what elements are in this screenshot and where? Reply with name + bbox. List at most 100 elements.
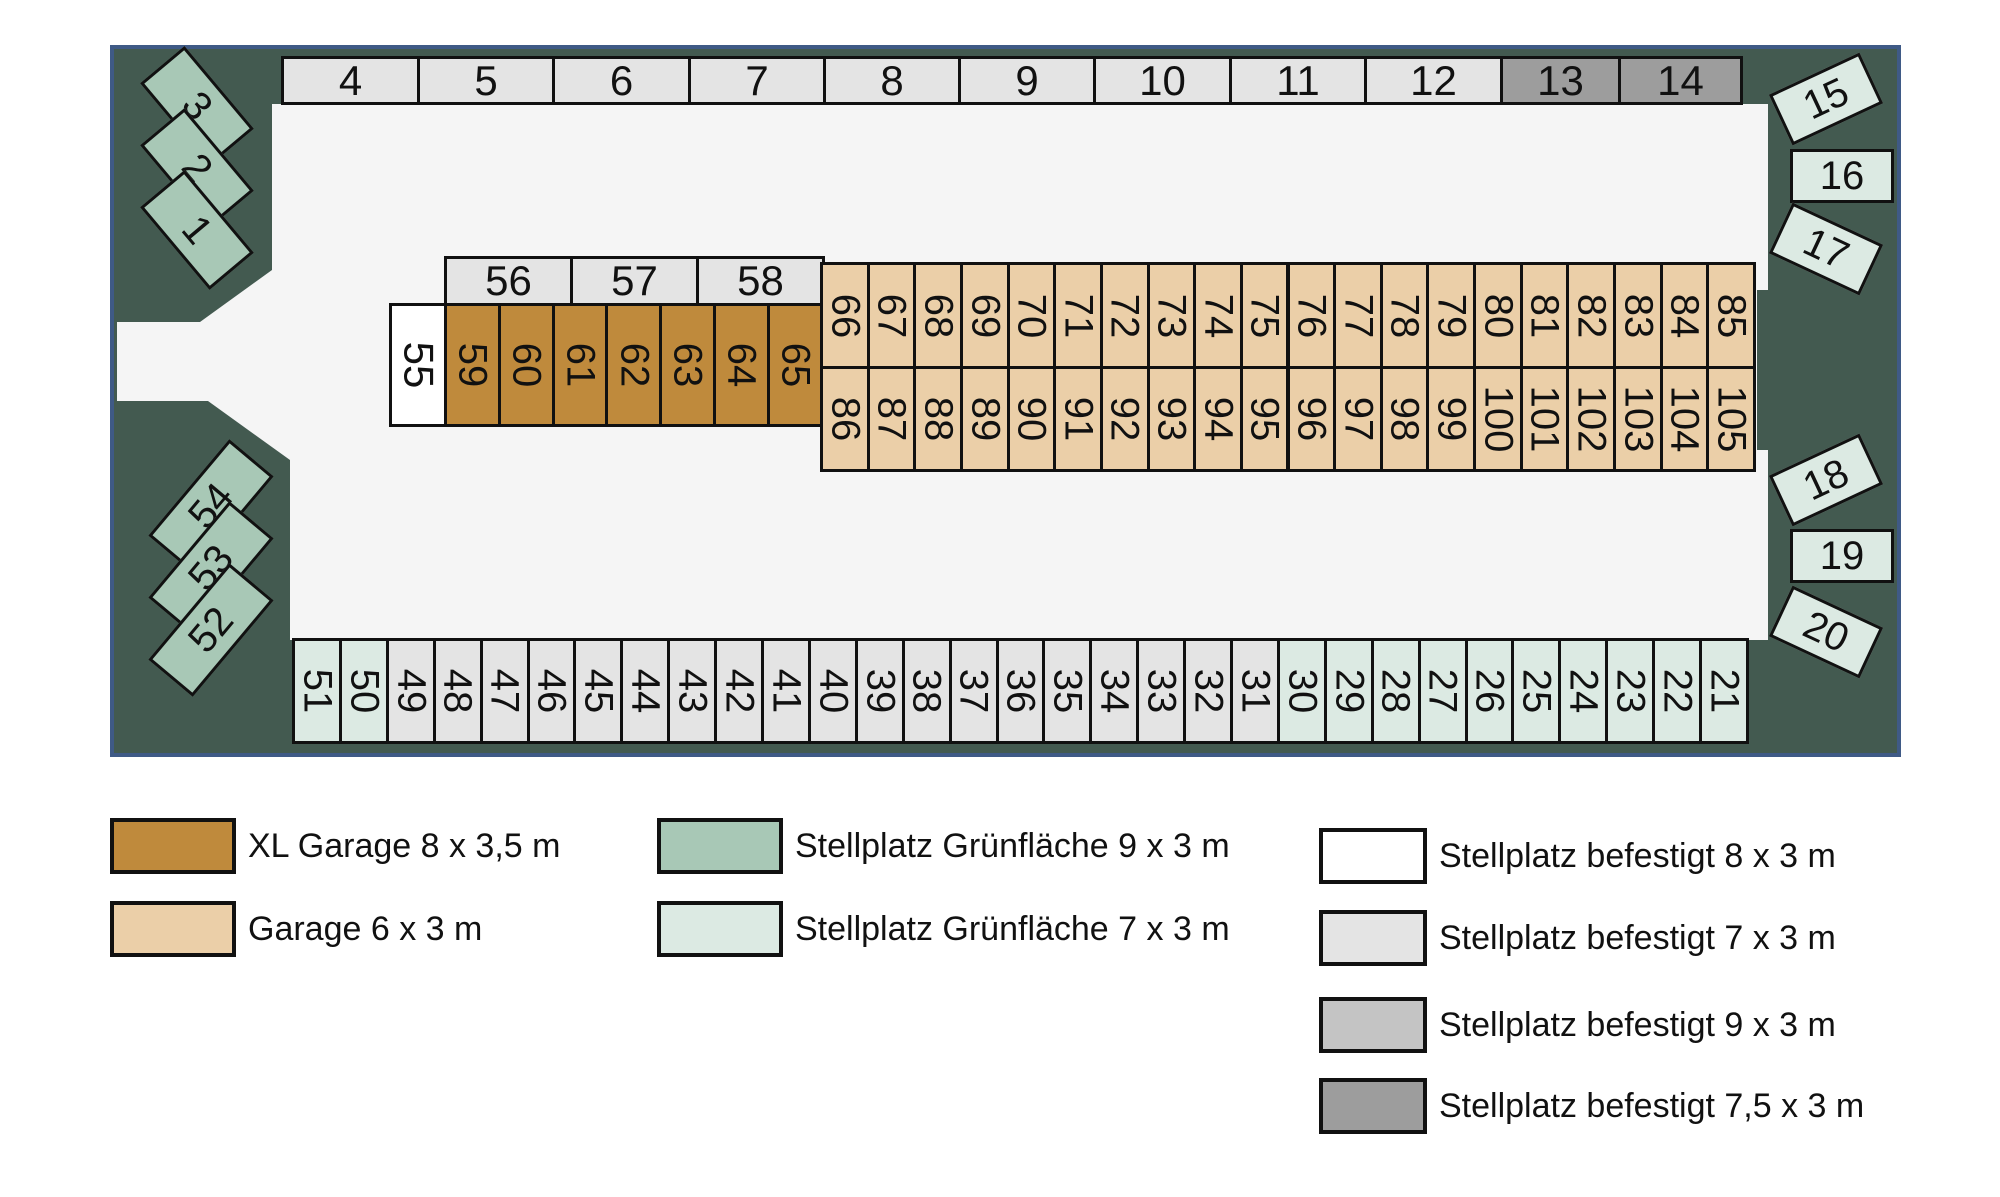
parking-spot-88[interactable]: 88 [913,366,963,472]
parking-spot-5[interactable]: 5 [417,56,555,105]
parking-spot-76[interactable]: 76 [1286,262,1337,369]
parking-spot-67[interactable]: 67 [866,262,917,369]
parking-spot-98[interactable]: 98 [1379,366,1430,472]
parking-spot-49[interactable]: 49 [385,638,436,744]
parking-spot-65[interactable]: 65 [766,303,824,427]
parking-spot-74[interactable]: 74 [1193,262,1243,369]
parking-spot-56[interactable]: 56 [444,256,573,306]
parking-spot-37[interactable]: 37 [948,638,999,744]
parking-spot-39[interactable]: 39 [854,638,905,744]
parking-spot-14[interactable]: 14 [1618,56,1743,105]
parking-spot-7[interactable]: 7 [688,56,826,105]
parking-spot-9[interactable]: 9 [958,56,1096,105]
parking-spot-10[interactable]: 10 [1093,56,1232,105]
parking-spot-43[interactable]: 43 [667,638,718,744]
parking-spot-6[interactable]: 6 [552,56,691,105]
parking-spot-58[interactable]: 58 [696,256,825,306]
parking-spot-92[interactable]: 92 [1099,366,1150,472]
parking-spot-82[interactable]: 82 [1566,262,1617,369]
parking-spot-73[interactable]: 73 [1146,262,1197,369]
parking-spot-11[interactable]: 11 [1229,56,1367,105]
parking-spot-48[interactable]: 48 [432,638,483,744]
parking-spot-85[interactable]: 85 [1706,262,1756,369]
parking-spot-32[interactable]: 32 [1183,638,1234,744]
parking-spot-97[interactable]: 97 [1333,366,1383,472]
parking-spot-90[interactable]: 90 [1006,366,1057,472]
parking-spot-86[interactable]: 86 [820,366,870,472]
parking-spot-75[interactable]: 75 [1239,262,1290,369]
parking-spot-45[interactable]: 45 [573,638,624,744]
parking-spot-61[interactable]: 61 [551,303,609,427]
parking-spot-26[interactable]: 26 [1464,638,1515,744]
parking-spot-31[interactable]: 31 [1230,638,1280,744]
parking-spot-84[interactable]: 84 [1659,262,1710,369]
parking-spot-105[interactable]: 105 [1706,366,1756,472]
parking-spot-22[interactable]: 22 [1652,638,1703,744]
parking-spot-25[interactable]: 25 [1511,638,1562,744]
parking-spot-104[interactable]: 104 [1659,366,1710,472]
parking-spot-64[interactable]: 64 [713,303,770,427]
parking-spot-36[interactable]: 36 [995,638,1046,744]
parking-spot-8[interactable]: 8 [823,56,961,105]
parking-spot-60[interactable]: 60 [497,303,555,427]
parking-spot-23[interactable]: 23 [1605,638,1656,744]
parking-spot-55[interactable]: 55 [389,303,447,427]
parking-spot-51[interactable]: 51 [292,638,342,744]
parking-spot-99[interactable]: 99 [1426,366,1477,472]
parking-spot-46[interactable]: 46 [526,638,577,744]
parking-spot-95[interactable]: 95 [1239,366,1290,472]
parking-spot-19[interactable]: 19 [1790,529,1894,583]
parking-spot-81[interactable]: 81 [1519,262,1570,369]
parking-spot-21[interactable]: 21 [1699,638,1749,744]
parking-spot-78[interactable]: 78 [1379,262,1430,369]
parking-spot-number: 101 [1522,385,1567,453]
parking-spot-4[interactable]: 4 [281,56,420,105]
parking-spot-59[interactable]: 59 [444,303,501,427]
parking-spot-33[interactable]: 33 [1136,638,1187,744]
parking-spot-27[interactable]: 27 [1417,638,1468,744]
parking-spot-103[interactable]: 103 [1613,366,1663,472]
parking-spot-41[interactable]: 41 [761,638,811,744]
parking-spot-100[interactable]: 100 [1473,366,1523,472]
parking-spot-89[interactable]: 89 [959,366,1010,472]
parking-spot-29[interactable]: 29 [1323,638,1374,744]
parking-spot-80[interactable]: 80 [1473,262,1523,369]
parking-spot-38[interactable]: 38 [901,638,952,744]
parking-spot-69[interactable]: 69 [959,262,1010,369]
parking-spot-30[interactable]: 30 [1276,638,1327,744]
parking-spot-94[interactable]: 94 [1193,366,1243,472]
parking-spot-83[interactable]: 83 [1613,262,1663,369]
parking-spot-93[interactable]: 93 [1146,366,1197,472]
parking-spot-101[interactable]: 101 [1519,366,1570,472]
parking-spot-40[interactable]: 40 [807,638,858,744]
parking-spot-47[interactable]: 47 [479,638,530,744]
parking-spot-72[interactable]: 72 [1099,262,1150,369]
parking-spot-91[interactable]: 91 [1053,366,1103,472]
parking-spot-62[interactable]: 62 [605,303,663,427]
parking-spot-71[interactable]: 71 [1053,262,1103,369]
parking-spot-42[interactable]: 42 [714,638,765,744]
parking-spot-63[interactable]: 63 [659,303,716,427]
legend-item-green-9x3: Stellplatz Grünfläche 9 x 3 m [657,818,1230,874]
parking-spot-68[interactable]: 68 [913,262,963,369]
parking-spot-70[interactable]: 70 [1006,262,1057,369]
parking-spot-24[interactable]: 24 [1558,638,1609,744]
parking-spot-50[interactable]: 50 [338,638,389,744]
parking-spot-number: 75 [1242,293,1287,338]
parking-spot-12[interactable]: 12 [1364,56,1503,105]
parking-spot-number: 28 [1373,668,1418,714]
parking-spot-96[interactable]: 96 [1286,366,1337,472]
parking-spot-57[interactable]: 57 [570,256,699,306]
parking-spot-16[interactable]: 16 [1790,149,1894,203]
parking-spot-35[interactable]: 35 [1042,638,1093,744]
parking-spot-13[interactable]: 13 [1500,56,1621,105]
parking-spot-87[interactable]: 87 [866,366,917,472]
parking-spot-66[interactable]: 66 [820,262,870,369]
parking-spot-28[interactable]: 28 [1370,638,1421,744]
parking-spot-34[interactable]: 34 [1089,638,1140,744]
parking-spot-44[interactable]: 44 [620,638,671,744]
parking-spot-79[interactable]: 79 [1426,262,1477,369]
parking-spot-77[interactable]: 77 [1333,262,1383,369]
parking-spot-102[interactable]: 102 [1566,366,1617,472]
parking-spot-number: 68 [916,293,961,338]
